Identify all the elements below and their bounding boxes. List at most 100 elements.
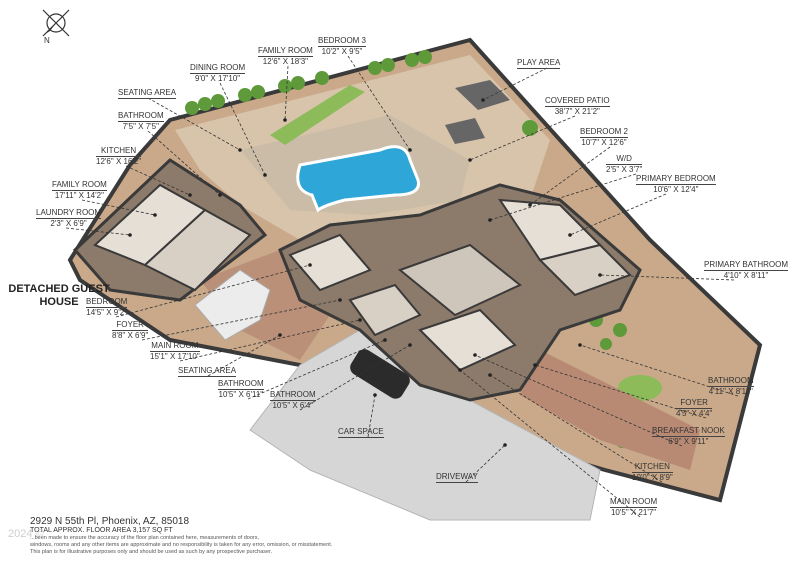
- room-name: PRIMARY BATHROOM: [704, 260, 789, 269]
- room-dimensions: 6'9" x 9'11": [652, 436, 725, 447]
- leader-dot: [488, 218, 492, 222]
- room-name: BEDROOM: [86, 297, 128, 306]
- leader-line: [125, 165, 191, 196]
- main-house-room: [538, 243, 632, 297]
- leader-line: [347, 55, 411, 151]
- leader-line: [219, 82, 266, 176]
- room-name: FOYER: [680, 398, 708, 407]
- play-area-tile: [445, 118, 485, 144]
- leader-line: [299, 344, 411, 411]
- room-label-car-space: CAR SPACE: [338, 427, 384, 438]
- room-name: FAMILY ROOM: [258, 46, 313, 55]
- room-name: KITCHEN: [101, 146, 137, 155]
- room-name: BATHROOM: [218, 379, 264, 388]
- disclaimer-line: windows, rooms and any other items are a…: [30, 542, 333, 548]
- room-label-seating-area-bottom: SEATING AREA: [178, 366, 237, 377]
- leader-line: [81, 199, 156, 216]
- leader-line: [147, 97, 241, 151]
- room-name: DRIVEWAY: [436, 472, 478, 483]
- leader-dot: [283, 118, 287, 122]
- compass: N: [36, 5, 76, 49]
- room-label-wd: W/D2'5" x 3'7": [606, 154, 643, 175]
- room-name: BATHROOM: [118, 111, 164, 120]
- leader-line: [489, 173, 637, 221]
- room-name: SEATING AREA: [178, 366, 237, 377]
- leader-dot: [128, 233, 132, 237]
- leader-dot: [278, 333, 282, 337]
- leader-dot: [503, 443, 507, 447]
- leader-dot: [533, 363, 537, 367]
- leader-dot: [468, 158, 472, 162]
- room-name: FOYER: [116, 320, 144, 329]
- leader-dot: [373, 393, 377, 397]
- room-dimensions: 12'6" x 18'3": [258, 56, 313, 67]
- room-name: W/D: [616, 154, 632, 163]
- room-label-bedroom-2: BEDROOM 210'7" x 12'6": [580, 127, 629, 148]
- room-name: KITCHEN: [634, 462, 670, 471]
- copyright-watermark: 2024 ©: [8, 528, 44, 540]
- compass-icon: [42, 9, 70, 37]
- room-dimensions: 10'5" x 6'11": [218, 389, 264, 399]
- leader-dot: [188, 193, 192, 197]
- leader-dot: [218, 193, 222, 197]
- room-dimensions: 10'0" x 8'9": [632, 472, 673, 482]
- leader-dot: [408, 148, 412, 152]
- brick-path: [520, 350, 700, 470]
- leader-line: [284, 65, 289, 121]
- room-dimensions: 10'5" x 6'4": [270, 400, 316, 411]
- room-label-play-area: PLAY AREA: [517, 58, 561, 69]
- total-area: TOTAL APPROX. FLOOR AREA 3,157 SQ FT: [30, 527, 173, 534]
- room-dimensions: 4'10" x 8'11": [704, 270, 789, 281]
- leader-line: [469, 115, 576, 161]
- leader-dot: [481, 98, 485, 102]
- leader-line: [474, 354, 683, 447]
- disclaimer-line: This plan is for illustrative purposes o…: [30, 549, 273, 555]
- leader-line: [147, 130, 221, 196]
- pool: [296, 145, 420, 213]
- guest-house-room: [143, 208, 252, 292]
- leader-dot: [238, 148, 242, 152]
- room-name: BEDROOM 3: [318, 36, 367, 45]
- leader-dot: [263, 173, 267, 177]
- leader-line: [207, 334, 281, 377]
- car: [350, 349, 410, 399]
- room-name: BATHROOM: [708, 376, 754, 385]
- room-dimensions: 4'11" x 8'11": [708, 386, 754, 396]
- room-dimensions: 10'7" x 12'6": [580, 137, 629, 147]
- leader-dot: [458, 368, 462, 372]
- main-house-room: [288, 233, 372, 292]
- leader-dot: [358, 318, 362, 322]
- room-dimensions: 10'5" x 21'7": [610, 507, 658, 517]
- room-name: MAIN ROOM: [610, 497, 658, 506]
- room-dimensions: 38'7" x 21'2": [545, 106, 610, 117]
- room-name: FAMILY ROOM: [52, 180, 107, 189]
- leader-line: [569, 193, 667, 236]
- leader-dot: [308, 263, 312, 267]
- leader-dot: [338, 298, 342, 302]
- room-name: MAIN ROOM: [151, 341, 199, 350]
- room-name: BREAKFAST NOOK: [652, 426, 725, 435]
- room-dimensions: 9'0" x 17'10": [190, 73, 246, 84]
- room-label-seating-area-top: SEATING AREA: [118, 88, 177, 99]
- carport-roof: [194, 269, 271, 341]
- leader-dot: [578, 343, 582, 347]
- leader-line: [489, 374, 663, 483]
- room-dimensions: 10'6" x 12'4": [636, 184, 716, 195]
- room-name: CAR SPACE: [338, 427, 384, 438]
- room-dimensions: 2'5" x 3'7": [606, 164, 643, 174]
- leader-line: [482, 67, 548, 101]
- room-dimensions: 8'8" x 6'9": [112, 330, 149, 340]
- leader-line: [529, 146, 611, 206]
